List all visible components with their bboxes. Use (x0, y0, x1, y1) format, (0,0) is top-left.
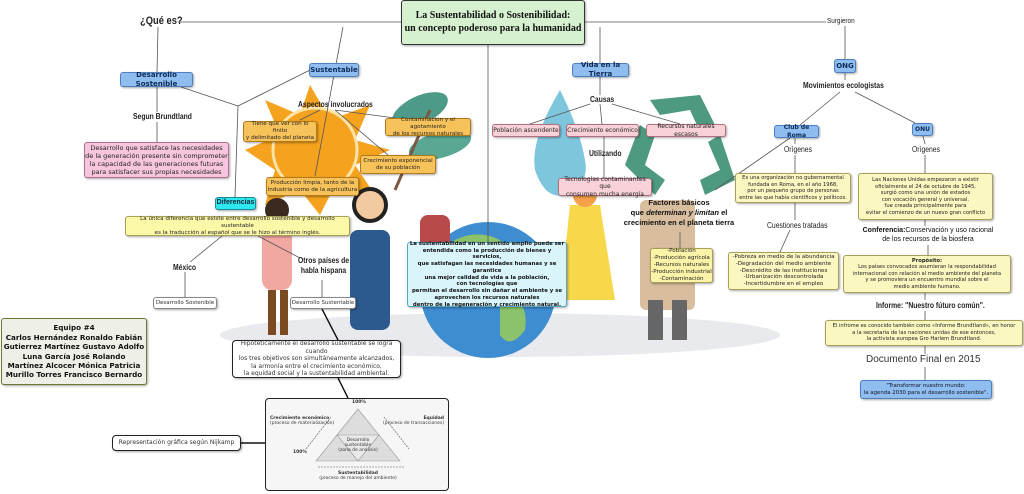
factores-el: el (719, 208, 728, 218)
proposito-title: Propósito: (911, 257, 943, 264)
nijkamp-sust-sub: (proceso de manejo del ambiente) (319, 476, 397, 481)
water-drop-illustration (534, 90, 586, 196)
diferencia-explicacion[interactable]: La única diferencia que existe entre des… (125, 216, 350, 236)
factores-line-3: crecimiento en el planeta tierra (623, 218, 735, 228)
nijkamp-equidad: Equidad(proceso de transacciones) (383, 416, 444, 426)
nijkamp-triangle (305, 408, 410, 468)
nijkamp-equidad-sub: (proceso de transacciones) (383, 421, 444, 426)
cuestiones-list[interactable]: -Pobreza en medio de la abundancia -Degr… (728, 252, 839, 290)
diferencias-text: Diferencias (216, 199, 255, 207)
nijkamp-centro-title: Desarrollo sustentable (344, 438, 372, 448)
factores-line-1: Factores básicos (648, 198, 710, 207)
team-member: Carlos Hernández Ronaldo Fabián (5, 332, 143, 342)
mexico-term[interactable]: Desarrollo Sostenible (153, 297, 217, 309)
team-title: Equipo #4 (53, 323, 95, 333)
factores-line-2: que determinan y limitan el (620, 208, 738, 218)
club-origen-box[interactable]: Es una organización no gubernamental fun… (735, 173, 851, 203)
team-member: Luna García José Rolando (22, 351, 126, 361)
connector-lines (156, 21, 929, 380)
team-member: Martínez Alcocer Mónica Patricia (7, 360, 141, 370)
documento-final-label: Documento Final en 2015 (866, 354, 981, 365)
nijkamp-top-pct: 100% (352, 400, 366, 405)
informe-label: Informe: "Nuestro fúturo común". (876, 301, 985, 310)
recycle-illustration (625, 95, 735, 195)
factores-que: que (630, 208, 647, 218)
node-sustentable[interactable]: Sustentable (309, 63, 359, 77)
conferencia-label: Conferencia:Conservación y uso racional … (858, 226, 998, 245)
team-box: Equipo #4 Carlos Hernández Ronaldo Fabiá… (1, 318, 147, 385)
nijkamp-diagram: 100% Crecimiento económico(proceso de ma… (265, 398, 449, 491)
main-title-text: La Sustentabilidad o Sostenibilidad: un … (404, 10, 582, 34)
aspecto-crecimiento[interactable]: Crecimiento exponencial de su población (360, 155, 436, 174)
aspecto-produccion-limpia[interactable]: Producción limpia, tanto de la industria… (266, 177, 359, 196)
nijkamp-equidad-title: Equidad (423, 416, 444, 421)
onu-origen-box[interactable]: Las Naciones Unidas empezaron a existir … (858, 173, 993, 220)
segun-brundtland-label: Segun Brundtland (133, 112, 192, 121)
nijkamp-crecimiento-sub: (proceso de materialización) (270, 421, 335, 426)
causa-crecimiento[interactable]: Crecimiento económico (566, 124, 639, 137)
main-title: La Sustentabilidad o Sostenibilidad: un … (401, 0, 585, 45)
node-club-de-roma[interactable]: Club de Roma (774, 124, 819, 139)
node-ong[interactable]: ONG (834, 59, 856, 73)
otros-paises-label: Otros países de habla hispana (298, 256, 350, 276)
factores-label: Factores básicos que determinan y limita… (620, 198, 738, 228)
proposito-box[interactable]: Propósito: Los países convocados asumier… (843, 255, 1011, 293)
proposito-text: Los países convocados asumieran la respo… (852, 264, 1002, 290)
origenes-club-label: Orígenes (784, 145, 812, 154)
factores-list[interactable]: -Población -Producción agrícola -Recurso… (650, 248, 713, 283)
causa-poblacion[interactable]: Población ascendente (492, 124, 560, 137)
nijkamp-crecimiento: Crecimiento económico(proceso de materia… (270, 416, 334, 426)
surgieron-label: Surgieron (827, 16, 855, 25)
transformar-box[interactable]: "Transformar nuestro mundo: la agenda 20… (860, 380, 992, 399)
aspectos-label: Aspectos involucrados (298, 100, 373, 109)
tecnologias-box[interactable]: Tecnologías contaminantes que consumen m… (558, 176, 652, 198)
dark-connectors (241, 308, 349, 444)
causa-recursos[interactable]: Recursos naturales escasos (646, 123, 726, 138)
team-member: Gutierrez Martínez Gustavo Adolfo (3, 342, 145, 352)
brundtland-definition[interactable]: Desarrollo que satisface las necesidades… (84, 142, 229, 178)
factores-italic: determinan y limitan (646, 208, 719, 218)
mexico-label: México (173, 263, 197, 272)
cuestiones-label: Cuestiones tratadas (767, 221, 828, 230)
informe-box[interactable]: El infrome es conocido también como «Inf… (825, 320, 1023, 346)
node-onu[interactable]: ONU (912, 123, 933, 136)
conferencia-text: Conservación y uso racional de los recur… (882, 227, 994, 244)
utilizando-label: Utilizando (589, 149, 622, 158)
causas-label: Causas (590, 95, 615, 104)
aspecto-finito[interactable]: Tiene que ver con lo finito y delimitado… (243, 121, 317, 142)
movimientos-label: Movimientos ecologistas (803, 81, 884, 90)
nijkamp-left-pct: 100% (293, 450, 307, 455)
aspecto-contaminacion[interactable]: Contaminación y el agotamiento de los re… (385, 117, 471, 137)
node-diferencias[interactable]: Diferencias (215, 197, 256, 210)
origenes-onu-label: Orígenes (912, 145, 940, 154)
que-es-label: ¿Qué es? (140, 15, 183, 27)
definicion-box[interactable]: La sustentabilidad en un sentido amplio … (407, 241, 567, 308)
conferencia-bold: Conferencia: (862, 227, 906, 234)
nijkamp-centro-sub: (zona de análisis) (338, 447, 378, 453)
hipotetico-box[interactable]: Hipotéticamente el desarrollo sustentabl… (232, 340, 401, 378)
nijkamp-crecimiento-title: Crecimiento económico (270, 416, 330, 421)
nijkamp-sust: Sustentabilidad(proceso de manejo del am… (266, 471, 450, 481)
representacion-box[interactable]: Representación gráfica según Nijkamp (112, 435, 241, 451)
nijkamp-centro: Desarrollo sustentable(zona de análisis) (338, 438, 378, 454)
node-desarrollo-sostenible[interactable]: Desarrollo Sostenible (120, 71, 193, 88)
otros-term[interactable]: Desarrollo Sustentable (290, 297, 356, 309)
team-member: Murillo Torres Francisco Bernardo (5, 370, 143, 380)
nijkamp-sust-title: Sustentabilidad (337, 471, 379, 476)
node-vida-en-la-tierra[interactable]: Vida en la Tierra (572, 61, 629, 78)
